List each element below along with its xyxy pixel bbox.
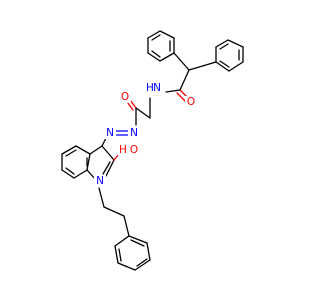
bond — [147, 52, 161, 62]
bond — [73, 169, 88, 179]
indole-nitrogen-label: N — [96, 175, 104, 187]
bond — [118, 248, 122, 262]
bond — [219, 60, 230, 68]
azo-nitrogen-left-label: N — [106, 127, 114, 139]
bond — [151, 50, 161, 58]
bond — [188, 61, 217, 71]
bond — [159, 52, 175, 62]
bond — [146, 242, 151, 261]
bond — [151, 34, 161, 41]
bond — [173, 52, 190, 71]
bond — [159, 30, 175, 39]
bond — [128, 235, 148, 244]
bond — [98, 187, 105, 208]
bond — [227, 39, 244, 48]
bond — [86, 153, 91, 171]
bond — [134, 259, 151, 271]
bond — [61, 169, 75, 179]
bond — [105, 159, 115, 177]
bond — [89, 145, 103, 155]
bond — [228, 61, 244, 72]
bond — [75, 145, 91, 155]
bond — [215, 39, 229, 48]
bond — [219, 43, 229, 50]
amide-nitrogen-label: N — [153, 82, 161, 94]
acyl-oxygen-label: O — [121, 91, 129, 103]
enol-hydrogen-label: H — [119, 144, 127, 156]
amide-oxygen-label: O — [187, 96, 195, 108]
bond — [101, 145, 115, 161]
azo-nitrogen-right-label: N — [130, 127, 138, 139]
bond — [136, 258, 148, 267]
bond — [65, 167, 75, 175]
bond — [101, 137, 107, 147]
bonds — [61, 30, 244, 271]
structure-canvas: N H O O N N H O N — [61, 30, 244, 271]
bond — [165, 89, 181, 93]
bond — [61, 145, 77, 155]
bond — [147, 30, 161, 39]
atom-labels: N H O O N N H O N — [94, 81, 197, 187]
bond — [65, 149, 77, 157]
bond — [102, 161, 111, 175]
bond — [135, 107, 151, 119]
bond — [179, 69, 190, 91]
bond — [114, 235, 130, 247]
enol-oxygen-label: O — [130, 144, 138, 156]
molecule-drawing: N H O O N N H O N — [61, 30, 244, 271]
bond — [117, 262, 136, 271]
bond — [130, 239, 145, 247]
bond — [103, 206, 125, 217]
bond — [215, 61, 230, 72]
bond — [123, 215, 130, 237]
amide-hydrogen-label: H — [146, 82, 154, 94]
bond — [114, 245, 119, 264]
